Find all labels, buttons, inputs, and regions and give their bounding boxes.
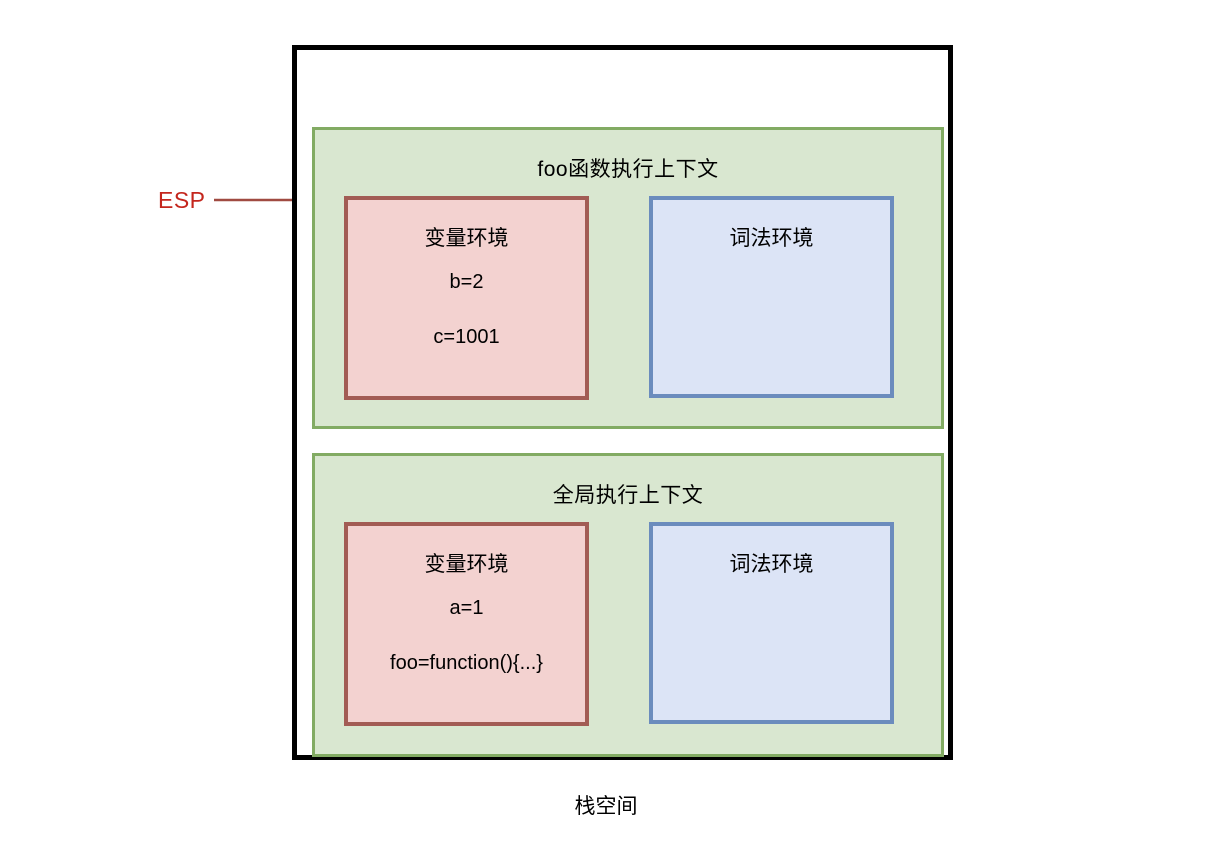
stack-space-box: foo函数执行上下文 变量环境 b=2 c=1001 词法环境 全局执行上下文 …	[292, 45, 953, 760]
lexical-environment-foo: 词法环境	[649, 196, 894, 398]
esp-label: ESP	[158, 187, 206, 213]
execution-context-foo: foo函数执行上下文 变量环境 b=2 c=1001 词法环境	[312, 127, 944, 429]
variable-environment-foo: 变量环境 b=2 c=1001	[344, 196, 589, 400]
execution-context-global: 全局执行上下文 变量环境 a=1 foo=function(){...} 词法环…	[312, 453, 944, 757]
variable-entry: foo=function(){...}	[390, 652, 543, 674]
variable-environment-entries: b=2 c=1001	[348, 272, 585, 347]
lexical-environment-title: 词法环境	[729, 227, 814, 250]
variable-entry: c=1001	[433, 326, 500, 348]
variable-environment-title: 变量环境	[424, 553, 509, 576]
execution-context-title: foo函数执行上下文	[537, 158, 719, 181]
variable-entry: b=2	[449, 271, 484, 293]
lexical-environment-global: 词法环境	[649, 522, 894, 724]
diagram-caption: 栈空间	[574, 795, 638, 818]
variable-environment-global: 变量环境 a=1 foo=function(){...}	[344, 522, 589, 726]
lexical-environment-title: 词法环境	[729, 553, 814, 576]
execution-context-title: 全局执行上下文	[552, 484, 704, 507]
variable-entry: a=1	[449, 597, 484, 619]
variable-environment-title: 变量环境	[424, 227, 509, 250]
variable-environment-entries: a=1 foo=function(){...}	[348, 598, 585, 673]
